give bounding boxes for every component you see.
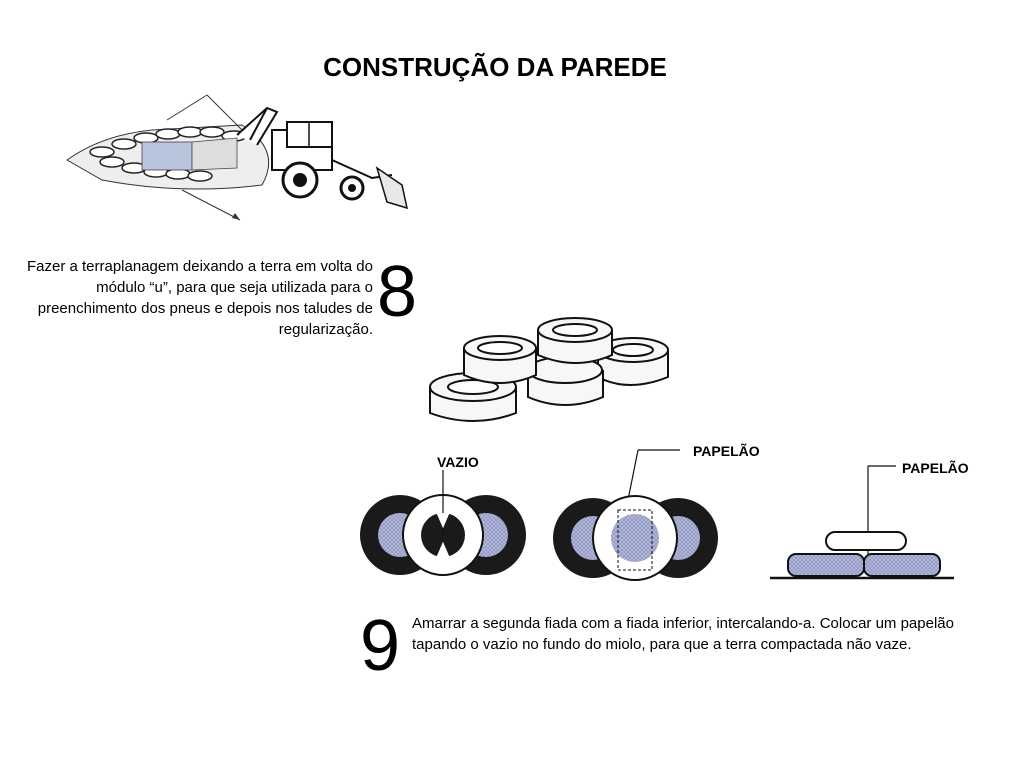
stacked-tires-illustration: [429, 317, 669, 422]
label-vazio: VAZIO: [437, 454, 479, 470]
step-9-number: 9: [360, 606, 401, 686]
page-title: CONSTRUÇÃO DA PAREDE: [323, 52, 667, 82]
step-9-description: Amarrar a segunda fiada com a fiada infe…: [412, 615, 954, 653]
label-papelao-top: PAPELÃO: [693, 443, 760, 459]
label-papelao-side: PAPELÃO: [902, 460, 969, 476]
tires-top-view-void-diagram: [360, 470, 526, 576]
tires-top-view-cardboard-diagram: [553, 449, 718, 581]
tires-side-view-cardboard-diagram: [770, 465, 954, 580]
step-8-number: 8: [377, 252, 418, 332]
backhoe-illustration: [66, 94, 409, 221]
step-8-description: Fazer a terraplanagem deixando a terra e…: [26, 258, 373, 338]
